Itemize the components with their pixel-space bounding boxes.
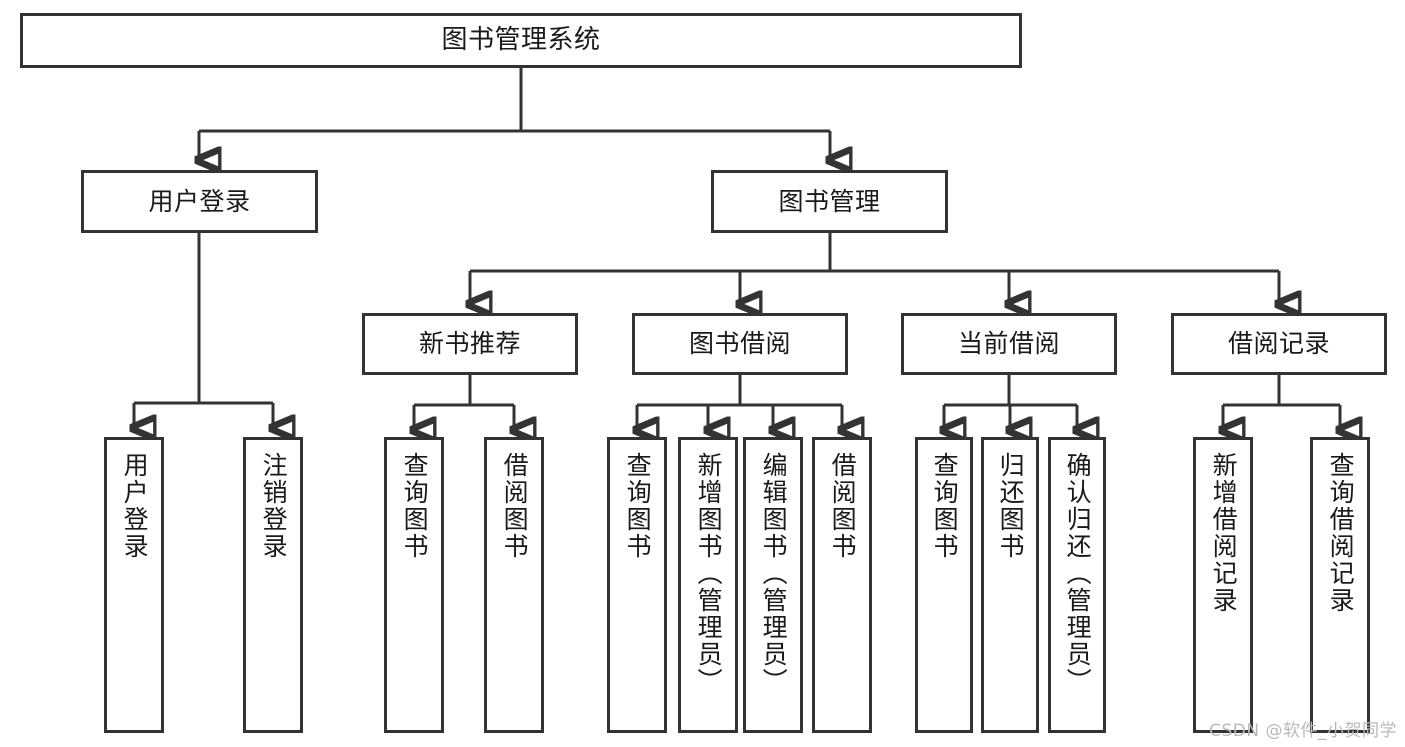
node-new-book-recommend[interactable]: 新书推荐 <box>362 313 578 375</box>
node-current-borrow[interactable]: 当前借阅 <box>901 313 1117 375</box>
node-label: 新增图书（管理员） <box>694 452 724 695</box>
leaf-record-add-record[interactable]: 新增借阅记录 <box>1193 437 1253 733</box>
node-root-system[interactable]: 图书管理系统 <box>20 13 1022 68</box>
leaf-borrow-borrow-book[interactable]: 借阅图书 <box>812 437 872 733</box>
csdn-watermark: CSDN @软件_小贺同学 <box>1209 721 1397 741</box>
node-label: 新增借阅记录 <box>1209 452 1239 614</box>
node-label: 用户登录 <box>148 186 251 216</box>
leaf-current-query-book[interactable]: 查询图书 <box>915 437 973 733</box>
node-label: 用户登录 <box>120 452 150 560</box>
node-label: 借阅图书 <box>500 452 530 560</box>
leaf-recommend-query-book[interactable]: 查询图书 <box>384 437 444 733</box>
leaf-recommend-borrow-book[interactable]: 借阅图书 <box>484 437 544 733</box>
node-label: 确认归还（管理员） <box>1063 452 1093 695</box>
leaf-current-return-book[interactable]: 归还图书 <box>981 437 1039 733</box>
node-label: 图书管理系统 <box>441 25 601 56</box>
node-label: 新书推荐 <box>418 329 521 359</box>
node-label: 图书管理 <box>778 186 881 216</box>
node-label: 查询图书 <box>930 452 960 560</box>
node-label: 查询图书 <box>623 452 653 560</box>
node-user-login[interactable]: 用户登录 <box>81 170 318 233</box>
node-label: 借阅图书 <box>828 452 858 560</box>
leaf-borrow-add-book-admin[interactable]: 新增图书（管理员） <box>678 437 738 733</box>
node-label: 编辑图书（管理员） <box>759 452 789 695</box>
leaf-borrow-edit-book-admin[interactable]: 编辑图书（管理员） <box>743 437 803 733</box>
node-label: 当前借阅 <box>957 329 1060 359</box>
node-book-management[interactable]: 图书管理 <box>711 170 948 233</box>
leaf-user-login-login[interactable]: 用户登录 <box>104 437 164 733</box>
node-borrow-record[interactable]: 借阅记录 <box>1171 313 1387 375</box>
leaf-current-confirm-return-admin[interactable]: 确认归还（管理员） <box>1048 437 1106 733</box>
leaf-user-login-logout[interactable]: 注销登录 <box>243 437 303 733</box>
node-label: 注销登录 <box>259 452 289 560</box>
leaf-borrow-query-book[interactable]: 查询图书 <box>607 437 667 733</box>
node-label: 图书借阅 <box>688 329 791 359</box>
node-label: 查询图书 <box>400 452 430 560</box>
node-label: 借阅记录 <box>1227 329 1330 359</box>
leaf-record-query-record[interactable]: 查询借阅记录 <box>1310 437 1370 733</box>
node-book-borrow[interactable]: 图书借阅 <box>632 313 848 375</box>
node-label: 查询借阅记录 <box>1326 452 1356 614</box>
node-label: 归还图书 <box>996 452 1026 560</box>
